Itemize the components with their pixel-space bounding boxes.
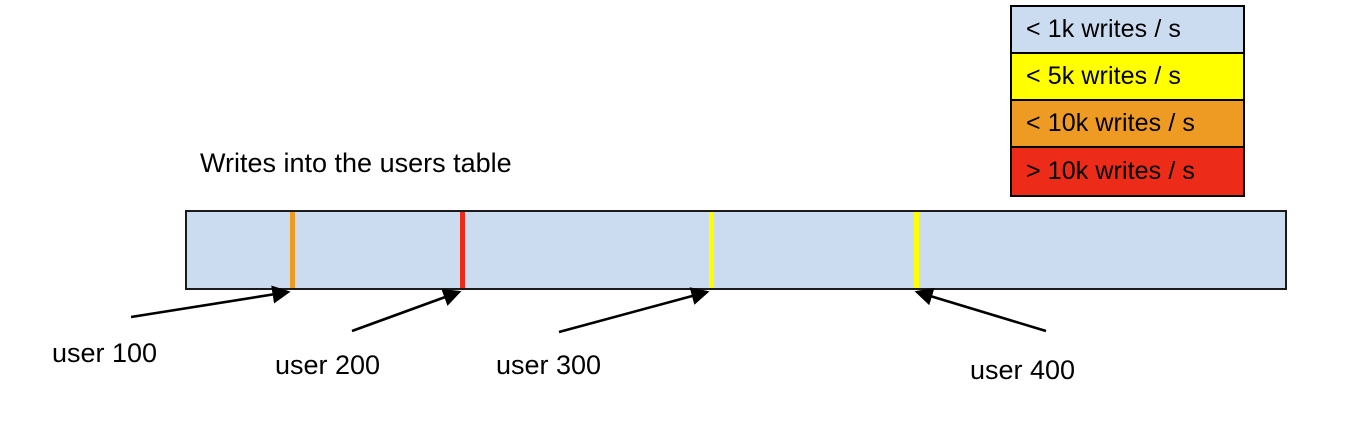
legend-label-lt-1k: < 1k writes / s [1026,15,1182,43]
legend-label-lt-5k: < 5k writes / s [1026,62,1182,90]
stripe-user-200 [460,212,465,288]
legend-row-lt-5k: < 5k writes / s [1012,54,1243,101]
legend-label-lt-10k: < 10k writes / s [1026,109,1196,137]
stripe-user-400 [914,212,919,288]
stripe-user-100 [290,212,295,288]
legend-row-lt-10k: < 10k writes / s [1012,101,1243,148]
annotation-label-user-100: user 100 [52,338,158,368]
stripe-user-300 [709,212,714,288]
annotation-label-user-200: user 200 [275,350,381,380]
annotation-arrow-user-200 [351,288,462,333]
annotation-label-user-400: user 400 [970,355,1076,385]
annotation-arrow-user-100 [130,285,291,319]
annotation-arrow-user-400 [914,287,1047,333]
annotation-arrow-user-300 [558,287,710,334]
legend-row-lt-1k: < 1k writes / s [1012,7,1243,54]
annotation-label-user-300: user 300 [496,350,602,380]
writes-rate-legend: < 1k writes / s < 5k writes / s < 10k wr… [1010,5,1245,197]
legend-row-gt-10k: > 10k writes / s [1012,148,1243,195]
legend-label-gt-10k: > 10k writes / s [1026,157,1196,185]
users-table-bar [185,210,1287,290]
chart-title: Writes into the users table [200,148,512,178]
